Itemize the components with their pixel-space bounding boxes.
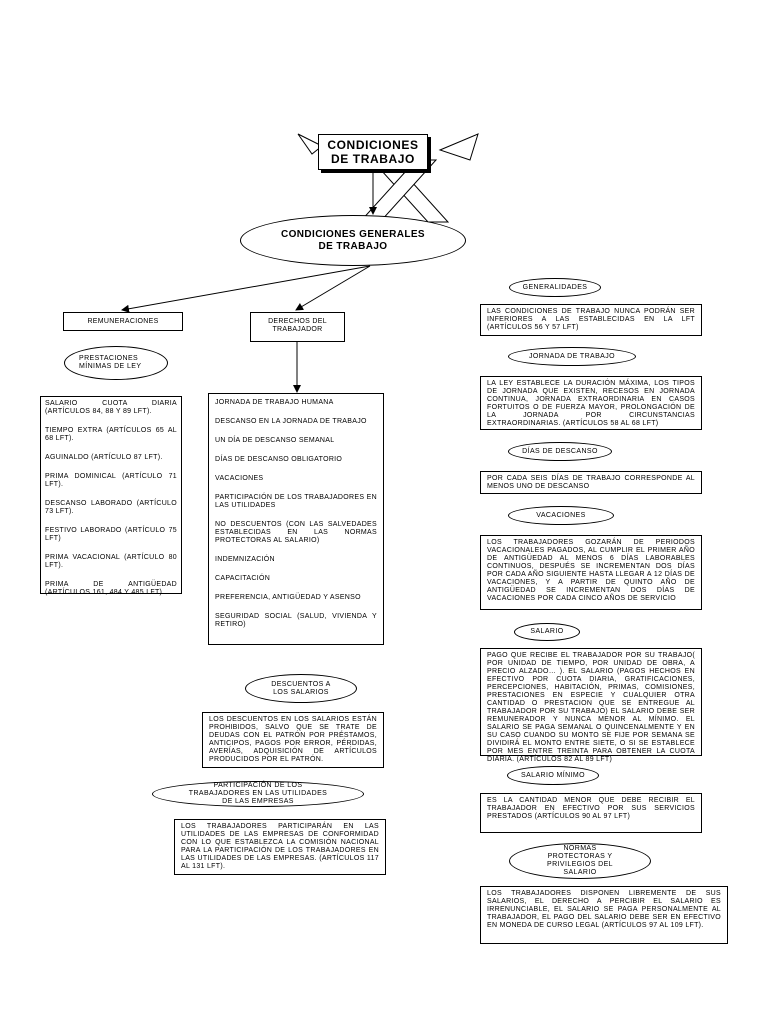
normas-text-box: LOS TRABAJADORES DISPONEN LIBREMENTE DE …: [480, 886, 728, 944]
salario-minimo-text-box: ES LA CANTIDAD MENOR QUE DEBE RECIBIR EL…: [480, 793, 702, 833]
derecho-item: NO DESCUENTOS (CON LAS SALVEDADES ESTABL…: [215, 521, 377, 544]
prestacion-item: DESCANSO LABORADO (ARTÍCULO 73 LFT).: [45, 500, 177, 515]
prestacion-item: SALARIO CUOTA DIARIA (ARTÍCULOS 84, 88 Y…: [45, 400, 177, 415]
vacaciones-label: VACACIONES: [536, 511, 586, 519]
generalidades-oval: GENERALIDADES: [509, 278, 601, 297]
descuentos-text-box: LOS DESCUENTOS EN LOS SALARIOS ESTÁN PRO…: [202, 712, 384, 768]
main-node-oval: CONDICIONES GENERALES DE TRABAJO: [240, 215, 466, 266]
descuentos-text: LOS DESCUENTOS EN LOS SALARIOS ESTÁN PRO…: [209, 716, 377, 763]
derecho-item: CAPACITACIÓN: [215, 575, 271, 582]
participacion-text: LOS TRABAJADORES PARTICIPARÁN EN LAS UTI…: [181, 823, 379, 870]
jornada-text: LA LEY ESTABLECE LA DURACIÓN MÁXIMA, LOS…: [487, 380, 695, 427]
derechos-label: DERECHOS DEL TRABAJADOR: [268, 318, 327, 333]
participacion-label: PARTICIPACIÓN DE LOS TRABAJADORES EN LAS…: [188, 782, 328, 805]
generalidades-text: LAS CONDICIONES DE TRABAJO NUNCA PODRÁN …: [487, 308, 695, 331]
salario-oval: SALARIO: [514, 623, 580, 641]
salario-text: PAGO QUE RECIBE EL TRABAJADOR POR SU TRA…: [487, 652, 695, 763]
derecho-item: UN DÍA DE DESCANSO SEMANAL: [215, 437, 335, 444]
derecho-item: SEGURIDAD SOCIAL (SALUD, VIVIENDA Y RETI…: [215, 613, 377, 628]
salario-label: SALARIO: [530, 628, 564, 635]
decorative-cross-arrows: [297, 133, 479, 223]
normas-oval: NORMAS PROTECTORAS Y PRIVILEGIOS DEL SAL…: [509, 843, 651, 879]
dias-descanso-label: DÍAS DE DESCANSO: [522, 447, 598, 455]
prestacion-item: FESTIVO LABORADO (ARTÍCULO 75 LFT): [45, 527, 177, 542]
participacion-oval: PARTICIPACIÓN DE LOS TRABAJADORES EN LAS…: [152, 781, 364, 807]
salario-text-box: PAGO QUE RECIBE EL TRABAJADOR POR SU TRA…: [480, 648, 702, 763]
title-text: CONDICIONES DE TRABAJO: [327, 138, 419, 166]
title-box: CONDICIONES DE TRABAJO: [318, 134, 428, 170]
salario-minimo-label: SALARIO MÍNIMO: [521, 771, 585, 779]
normas-label: NORMAS PROTECTORAS Y PRIVILEGIOS DEL SAL…: [547, 845, 613, 876]
vacaciones-oval: VACACIONES: [508, 506, 614, 525]
dias-descanso-text: POR CADA SEIS DÍAS DE TRABAJO CORRESPOND…: [487, 475, 695, 490]
derechos-list-box: JORNADA DE TRABAJO HUMANA DESCANSO EN LA …: [208, 393, 384, 645]
remuneraciones-box: REMUNERACIONES: [63, 312, 183, 331]
descuentos-label: DESCUENTOS A LOS SALARIOS: [271, 680, 331, 696]
dias-descanso-text-box: POR CADA SEIS DÍAS DE TRABAJO CORRESPOND…: [480, 471, 702, 494]
descuentos-oval: DESCUENTOS A LOS SALARIOS: [245, 674, 357, 703]
salario-minimo-text: ES LA CANTIDAD MENOR QUE DEBE RECIBIR EL…: [487, 797, 695, 820]
derechos-box: DERECHOS DEL TRABAJADOR: [250, 312, 345, 342]
jornada-oval: JORNADA DE TRABAJO: [508, 347, 636, 366]
derecho-item: JORNADA DE TRABAJO HUMANA: [215, 399, 334, 406]
prestacion-item: TIEMPO EXTRA (ARTÍCULOS 65 AL 68 LFT).: [45, 427, 177, 442]
derecho-item: INDEMNIZACIÓN: [215, 556, 275, 563]
generalidades-label: GENERALIDADES: [522, 283, 588, 291]
vacaciones-text: LOS TRABAJADORES GOZARÁN DE PERIODOS VAC…: [487, 539, 695, 602]
participacion-text-box: LOS TRABAJADORES PARTICIPARÁN EN LAS UTI…: [174, 819, 386, 875]
prestaciones-label: PRESTACIONES MÍNIMAS DE LEY: [79, 355, 142, 370]
derecho-item: PREFERENCIA, ANTIGÜEDAD Y ASENSO: [215, 594, 361, 601]
prestacion-item: AGUINALDO (ARTÍCULO 87 LFT).: [45, 454, 163, 461]
salario-minimo-oval: SALARIO MÍNIMO: [507, 766, 599, 785]
derecho-item: PARTICIPACIÓN DE LOS TRABAJADORES EN LAS…: [215, 494, 377, 509]
derecho-item: VACACIONES: [215, 475, 264, 482]
jornada-text-box: LA LEY ESTABLECE LA DURACIÓN MÁXIMA, LOS…: [480, 376, 702, 430]
generalidades-text-box: LAS CONDICIONES DE TRABAJO NUNCA PODRÁN …: [480, 304, 702, 336]
prestaciones-oval: PRESTACIONES MÍNIMAS DE LEY: [64, 346, 168, 380]
prestacion-item: PRIMA VACACIONAL (ARTÍCULO 80 LFT).: [45, 554, 177, 569]
prestacion-item: PRIMA DE ANTIGÜEDAD (ARTÍCULOS 161, 484 …: [45, 581, 177, 596]
vacaciones-text-box: LOS TRABAJADORES GOZARÁN DE PERIODOS VAC…: [480, 535, 702, 610]
prestacion-item: PRIMA DOMINICAL (ARTÍCULO 71 LFT).: [45, 473, 177, 488]
jornada-label: JORNADA DE TRABAJO: [528, 352, 616, 360]
prestaciones-list-box: SALARIO CUOTA DIARIA (ARTÍCULOS 84, 88 Y…: [40, 396, 182, 596]
dias-descanso-oval: DÍAS DE DESCANSO: [508, 442, 612, 461]
derecho-item: DESCANSO EN LA JORNADA DE TRABAJO: [215, 418, 367, 425]
remuneraciones-label: REMUNERACIONES: [87, 318, 159, 325]
normas-text: LOS TRABAJADORES DISPONEN LIBREMENTE DE …: [487, 890, 721, 929]
derecho-item: DÍAS DE DESCANSO OBLIGATORIO: [215, 456, 343, 463]
main-node-text: CONDICIONES GENERALES DE TRABAJO: [281, 228, 425, 252]
